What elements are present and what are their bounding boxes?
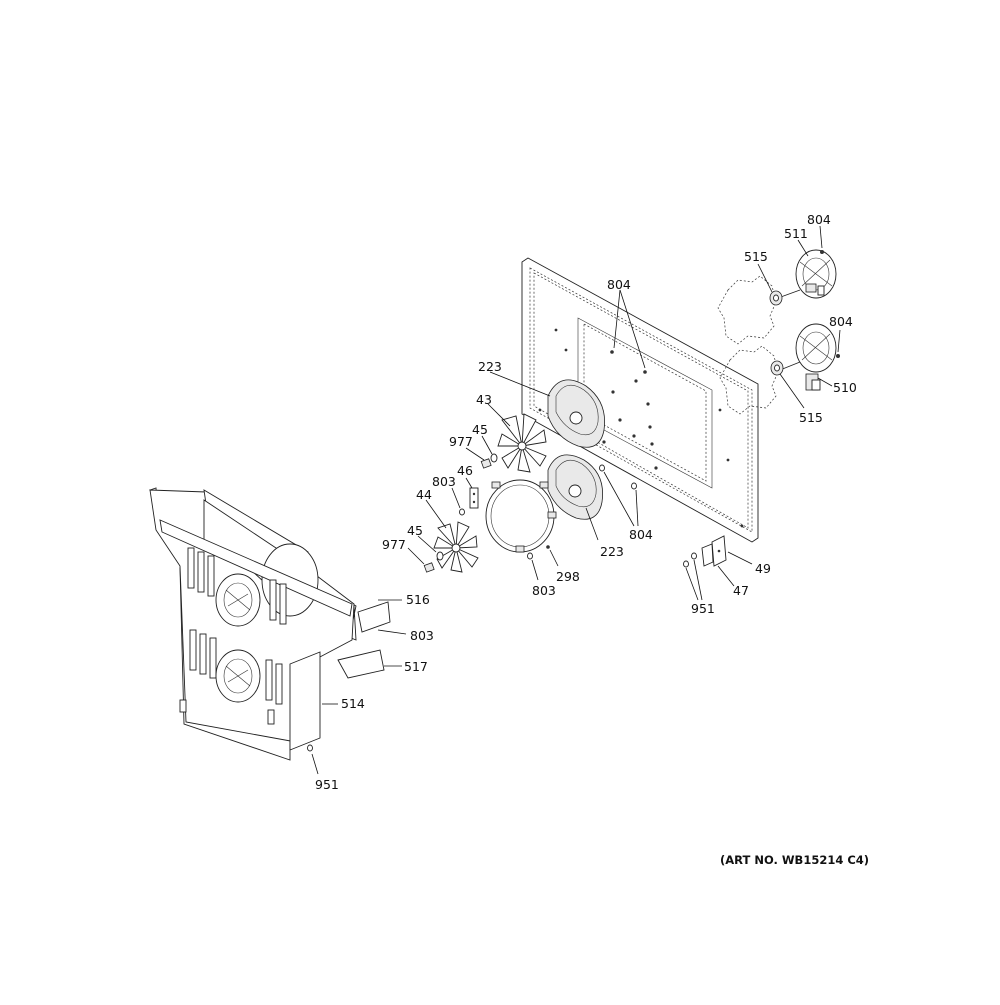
callout-803-right: 803 xyxy=(410,628,434,643)
callout-515-bottom: 515 xyxy=(799,410,823,425)
motor-mount-plates xyxy=(717,275,779,415)
washer-515-bottom xyxy=(770,360,784,376)
baffle-assembly xyxy=(148,487,391,761)
callout-45-bottom: 45 xyxy=(407,523,423,538)
callout-516: 516 xyxy=(406,592,430,607)
callout-labels: 804 511 515 804 804 510 515 223 43 45 97… xyxy=(315,212,857,792)
washer-45-top xyxy=(490,453,498,463)
callout-514: 514 xyxy=(341,696,365,711)
washer-45-bottom xyxy=(436,551,444,561)
bracket-47 xyxy=(701,543,714,567)
panel-holes xyxy=(538,328,744,528)
screw-803-bottom xyxy=(527,552,533,560)
screws-804-lower xyxy=(599,464,637,490)
callout-804-top: 804 xyxy=(807,212,831,227)
fan-shroud-ring xyxy=(485,479,557,553)
callout-49: 49 xyxy=(755,561,771,576)
leader-lines xyxy=(311,225,841,775)
callout-511: 511 xyxy=(784,226,808,241)
motor-510 xyxy=(779,323,840,391)
callout-517: 517 xyxy=(404,659,428,674)
callout-951-bottom: 951 xyxy=(315,777,339,792)
heating-element-223-bottom xyxy=(547,454,603,520)
callout-510: 510 xyxy=(833,380,857,395)
nut-977-bottom xyxy=(423,562,435,573)
screws-951-right xyxy=(683,552,697,568)
callout-803-left: 803 xyxy=(432,474,456,489)
callout-977-top: 977 xyxy=(449,434,473,449)
rear-panel xyxy=(521,257,759,543)
screw-803-left xyxy=(459,508,465,516)
callout-804-right: 804 xyxy=(829,314,853,329)
fan-blade-43 xyxy=(497,413,547,473)
callout-46: 46 xyxy=(457,463,473,478)
screw-951-bottom xyxy=(307,744,313,752)
nut-977-top xyxy=(480,458,492,469)
callout-44: 44 xyxy=(416,487,432,502)
callout-951-right: 951 xyxy=(691,601,715,616)
vent-grille-upper xyxy=(187,547,287,627)
art-number-label: (ART NO. WB15214 C4) xyxy=(720,853,870,867)
callout-45-top: 45 xyxy=(472,422,488,437)
bracket-49 xyxy=(711,535,727,567)
callout-223-top: 223 xyxy=(478,359,502,374)
callout-977-bottom: 977 xyxy=(382,537,406,552)
callout-298: 298 xyxy=(556,569,580,584)
callout-515-top: 515 xyxy=(744,249,768,264)
washer-515-top xyxy=(769,290,783,306)
heating-element-223-top xyxy=(547,379,605,448)
motor-511 xyxy=(777,249,837,299)
callout-803-bottom: 803 xyxy=(532,583,556,598)
callout-804-mid: 804 xyxy=(607,277,631,292)
vent-grille-lower xyxy=(189,629,283,705)
bracket-46 xyxy=(469,487,479,509)
fan-blade-44 xyxy=(433,521,479,573)
callout-804-lower: 804 xyxy=(629,527,653,542)
callout-47: 47 xyxy=(733,583,749,598)
callout-223-bottom: 223 xyxy=(600,544,624,559)
callout-43: 43 xyxy=(476,392,492,407)
